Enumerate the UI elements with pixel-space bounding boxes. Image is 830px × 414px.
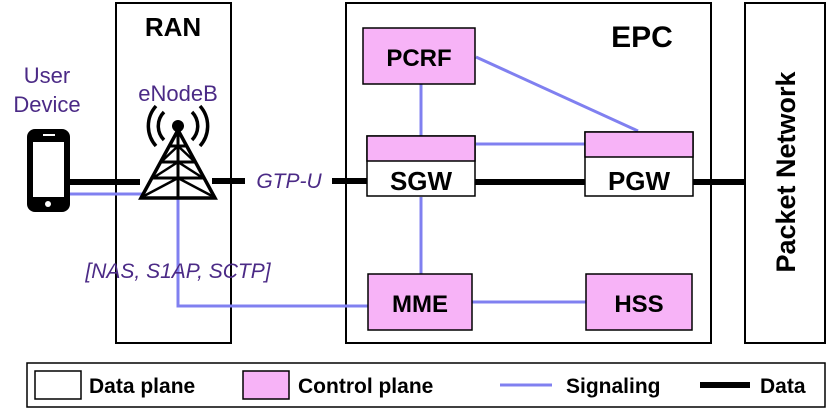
legend-frame [26,362,826,408]
packet-network-title: Packet Network [771,70,801,272]
legend-data-label: Data [760,375,806,398]
ran-title: RAN [145,12,201,42]
user-device-label-line2: Device [13,92,80,117]
hss-node: HSS [585,273,693,331]
user-device-label-line1: User [24,63,70,88]
sgw-node: SGW [366,135,476,197]
mme-label: MME [392,291,448,318]
pgw-label: PGW [608,166,671,196]
pgw-node: PGW [584,131,694,197]
cell-tower-icon [138,104,218,200]
sgw-label: SGW [390,166,453,196]
data-lines [70,178,745,185]
hss-label: HSS [614,291,663,318]
epc-title: EPC [611,21,673,54]
ran-region [115,2,232,344]
legend-control-plane-label: Control plane [298,375,433,398]
legend: Data plane Control plane Signaling Data [26,362,826,408]
signaling-lines [70,55,639,308]
mme-node: MME [367,273,473,331]
packet-network-region [744,2,826,344]
smartphone-icon [27,129,70,212]
enodeb-label: eNodeB [138,81,218,106]
legend-signaling-label: Signaling [566,375,661,398]
epc-region [345,2,712,344]
signaling-pcrf-pgw [475,55,639,133]
legend-control-plane-swatch [242,370,290,400]
legend-data-plane-label: Data plane [89,375,195,398]
legend-data-plane-swatch [34,370,82,400]
gtp-u-label: GTP-U [256,170,322,193]
pcrf-node: PCRF [362,27,476,85]
nas-protocols-label: [NAS, S1AP, SCTP] [84,260,271,283]
signaling-device-enodeb-mme [70,192,368,308]
pcrf-label: PCRF [386,45,451,72]
